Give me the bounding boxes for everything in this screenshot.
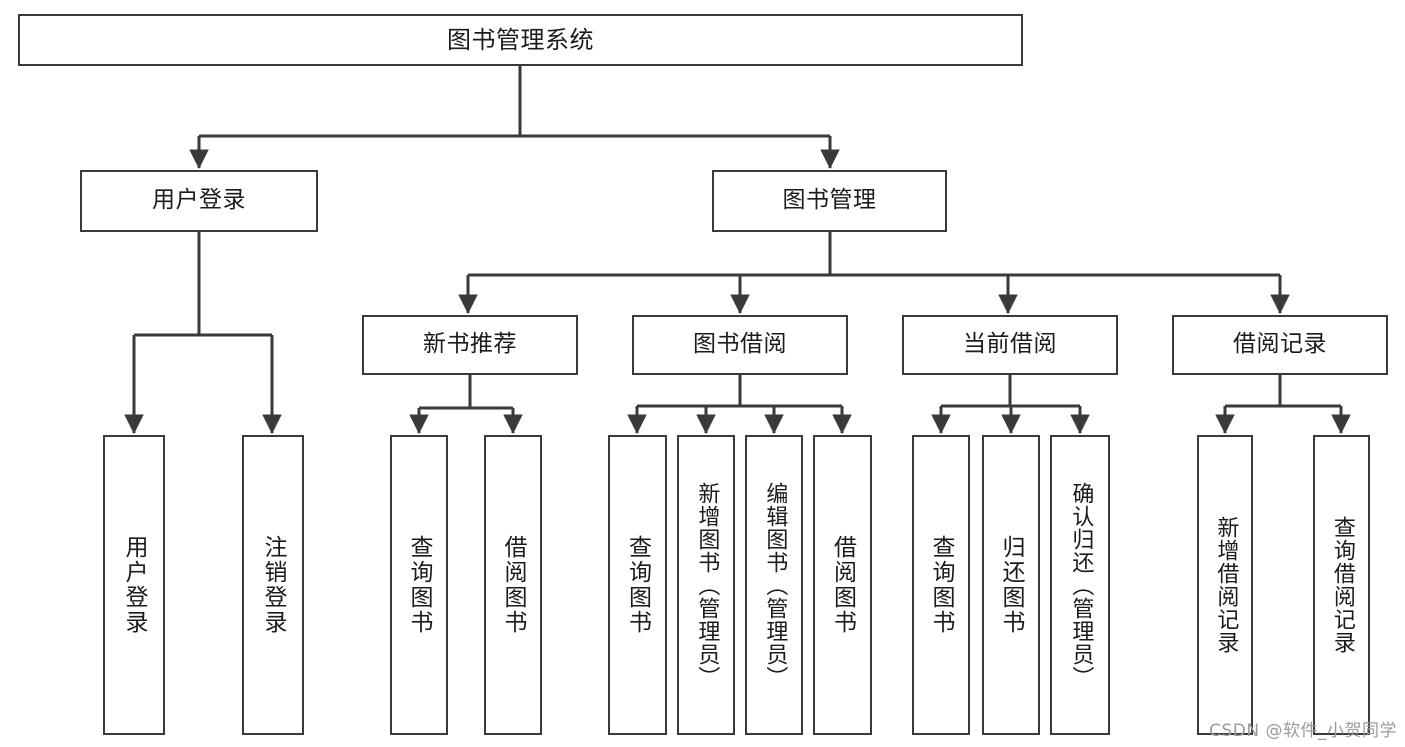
leaf-label: 编辑图书（管理员） [762, 481, 788, 689]
leaf-add-book-admin[interactable]: 新增图书（管理员） [677, 435, 735, 735]
node-book-borrow[interactable]: 图书借阅 [632, 315, 848, 375]
watermark: CSDN @软件_小贺同学 [1209, 721, 1397, 741]
node-new-book-recommend[interactable]: 新书推荐 [362, 315, 578, 375]
node-current-borrow[interactable]: 当前借阅 [902, 315, 1118, 375]
node-user-login-label: 用户登录 [152, 187, 246, 214]
leaf-confirm-return-admin[interactable]: 确认归还（管理员） [1050, 435, 1110, 735]
leaf-label: 查询图书 [406, 535, 433, 635]
node-book-borrow-label: 图书借阅 [693, 331, 787, 358]
node-borrow-record[interactable]: 借阅记录 [1172, 315, 1388, 375]
node-root[interactable]: 图书管理系统 [18, 14, 1023, 66]
node-root-label: 图书管理系统 [447, 25, 594, 54]
leaf-borrow-book-recommend[interactable]: 借阅图书 [484, 435, 542, 735]
leaf-add-borrow-record[interactable]: 新增借阅记录 [1197, 435, 1253, 735]
node-book-management[interactable]: 图书管理 [712, 170, 947, 232]
leaf-edit-book-admin[interactable]: 编辑图书（管理员） [745, 435, 803, 735]
leaf-label: 新增图书（管理员） [694, 481, 720, 689]
leaf-query-book-borrow[interactable]: 查询图书 [608, 435, 667, 735]
leaf-label: 查询借阅记录 [1329, 516, 1355, 654]
leaf-user-login[interactable]: 用户登录 [103, 435, 165, 735]
leaf-query-book-current[interactable]: 查询图书 [912, 435, 970, 735]
leaf-label: 确认归还（管理员） [1068, 481, 1094, 689]
leaf-query-borrow-record[interactable]: 查询借阅记录 [1313, 435, 1370, 735]
leaf-label: 新增借阅记录 [1213, 516, 1239, 654]
leaf-logout[interactable]: 注销登录 [242, 435, 304, 735]
leaf-borrow-book[interactable]: 借阅图书 [813, 435, 872, 735]
node-borrow-record-label: 借阅记录 [1233, 331, 1327, 358]
node-current-borrow-label: 当前借阅 [963, 331, 1057, 358]
leaf-label: 归还图书 [998, 535, 1025, 635]
leaf-label: 借阅图书 [500, 535, 527, 635]
node-new-book-recommend-label: 新书推荐 [423, 331, 517, 358]
leaf-label: 注销登录 [260, 535, 287, 635]
leaf-label: 查询图书 [624, 535, 651, 635]
leaf-return-book[interactable]: 归还图书 [982, 435, 1040, 735]
node-user-login[interactable]: 用户登录 [80, 170, 318, 232]
leaf-query-book-recommend[interactable]: 查询图书 [390, 435, 448, 735]
leaf-label: 查询图书 [928, 535, 955, 635]
node-book-management-label: 图书管理 [782, 187, 877, 214]
leaf-label: 借阅图书 [829, 535, 856, 635]
leaf-label: 用户登录 [121, 535, 148, 635]
